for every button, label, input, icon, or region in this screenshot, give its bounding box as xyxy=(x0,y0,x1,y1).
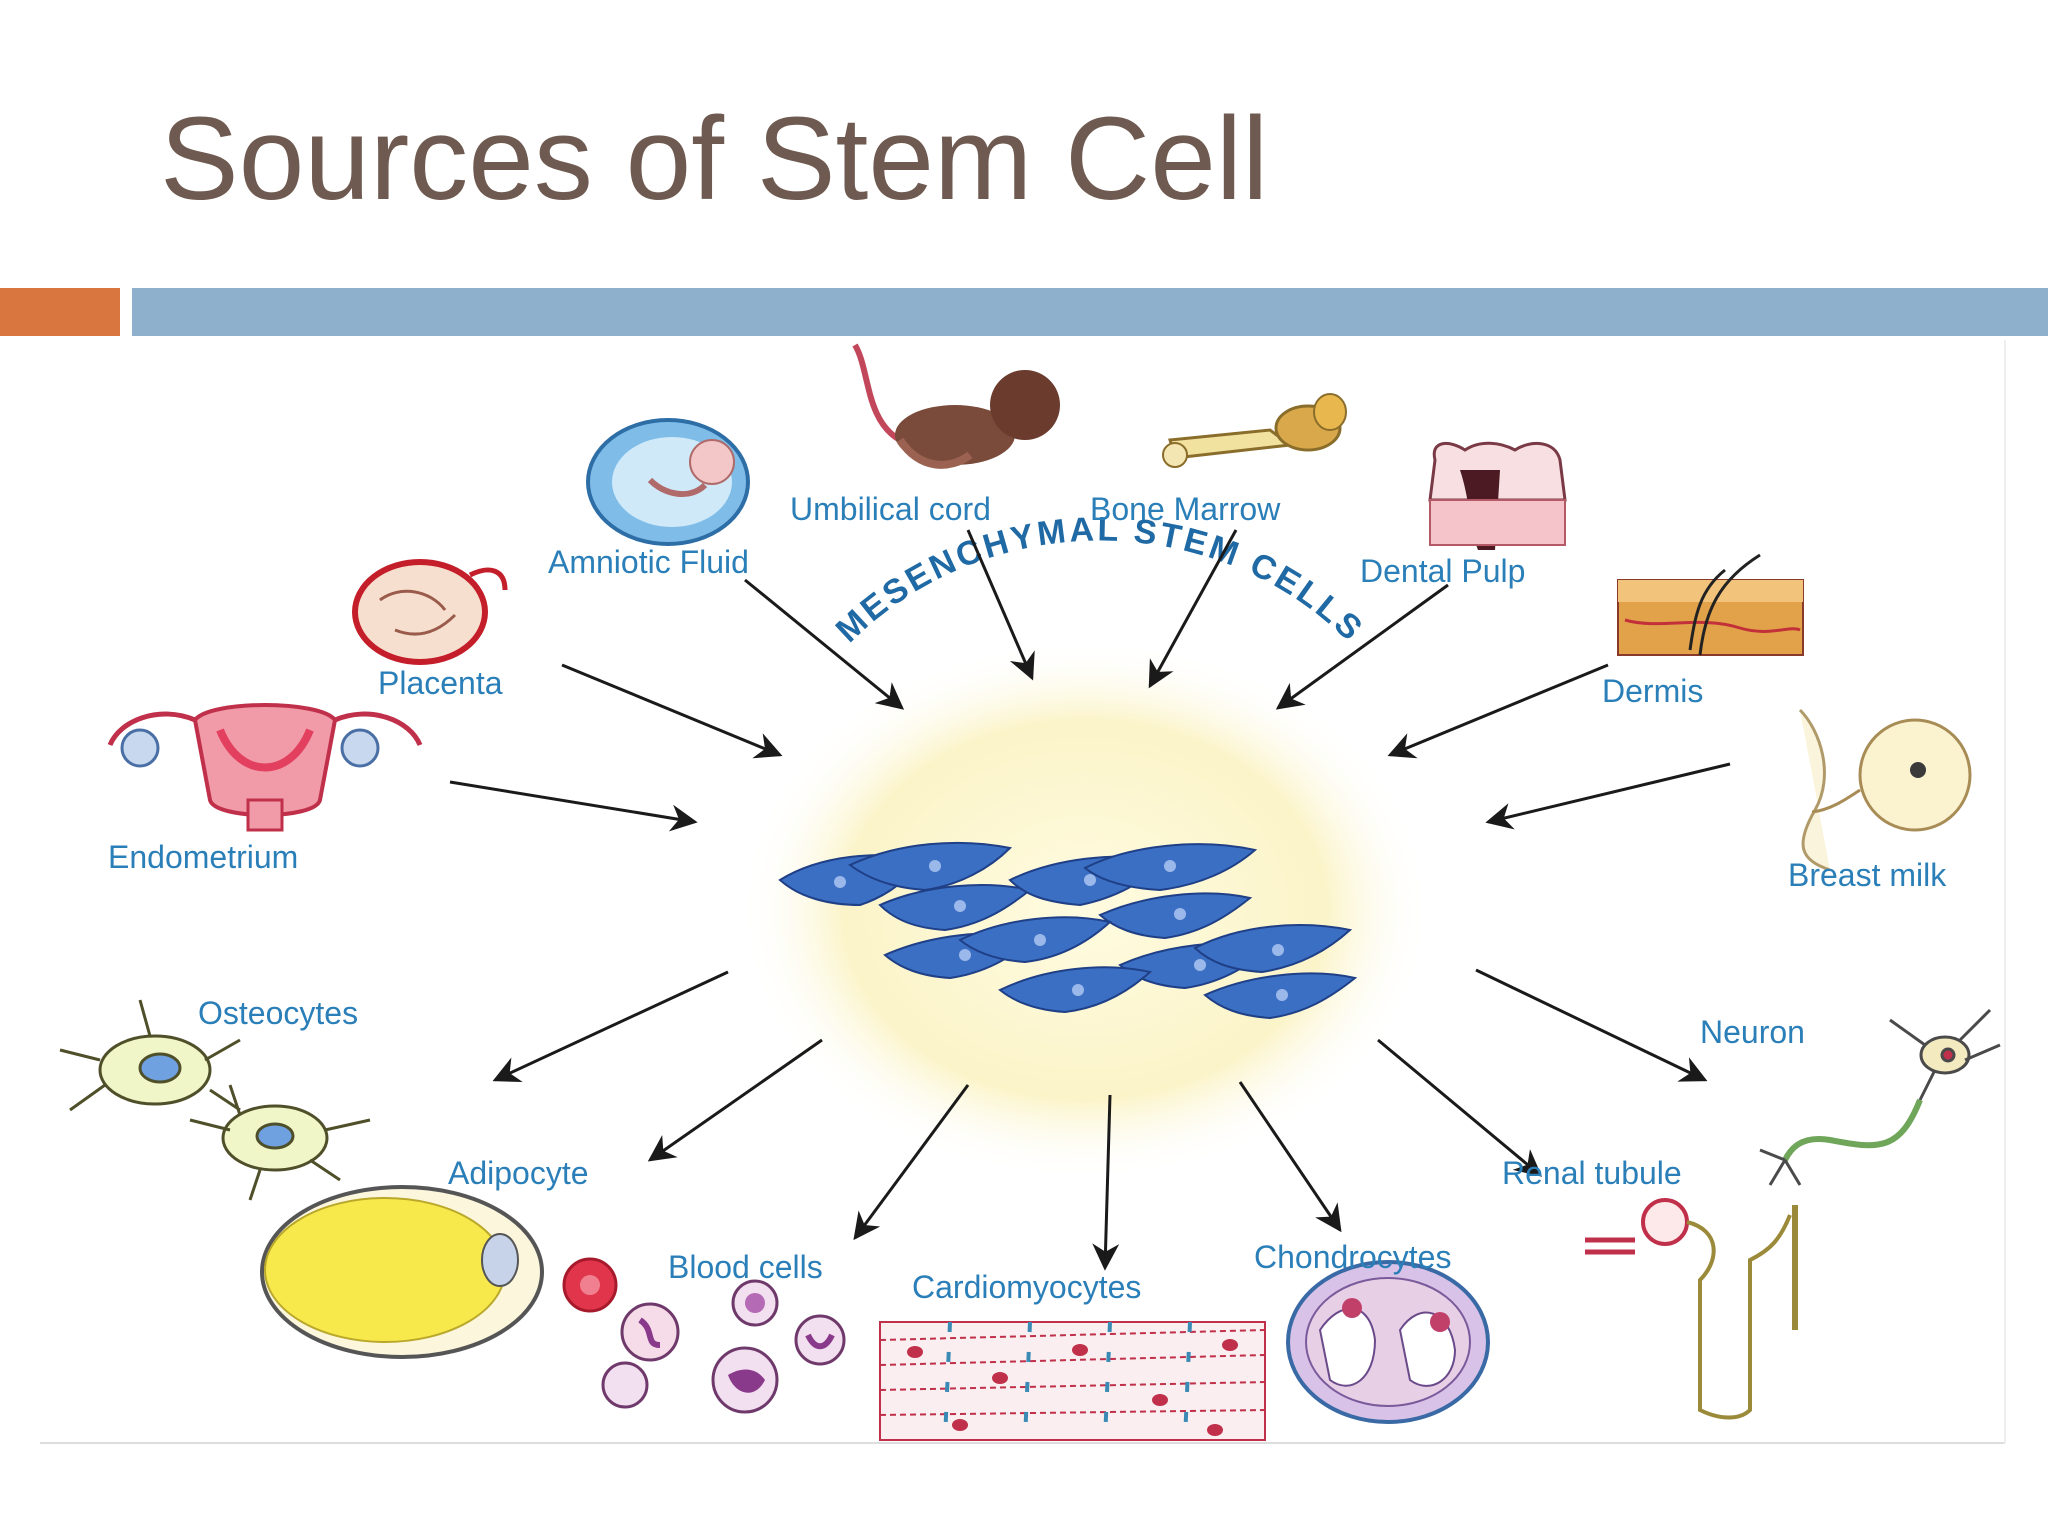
label-renal-tubule: Renal tubule xyxy=(1502,1155,1682,1191)
arrow-endometrium xyxy=(449,780,698,832)
arrow-bone-marrow xyxy=(1148,529,1238,689)
arrow-umbilical-cord xyxy=(966,529,1035,681)
label-endometrium: Endometrium xyxy=(108,839,298,875)
label-neuron: Neuron xyxy=(1700,1014,1805,1050)
label-osteocytes: Osteocytes xyxy=(198,995,358,1031)
label-dental-pulp: Dental Pulp xyxy=(1360,553,1525,589)
arrow-breast-milk xyxy=(1485,762,1731,830)
heart-muscle-icon xyxy=(879,1321,1266,1441)
cartilage-cell-icon xyxy=(1286,1260,1490,1424)
label-cardiomyocytes: Cardiomyocytes xyxy=(912,1269,1141,1305)
fetus-icon xyxy=(852,343,1060,469)
label-breast-milk: Breast milk xyxy=(1788,857,1947,893)
arrow-dermis xyxy=(1387,663,1609,759)
label-adipocyte: Adipocyte xyxy=(448,1155,589,1191)
arrow-renal-tubule xyxy=(1377,1038,1543,1177)
arrow-amniotic-fluid xyxy=(744,578,905,710)
source-arrows xyxy=(449,529,1731,832)
label-placenta: Placenta xyxy=(378,665,503,701)
derivative-arrows xyxy=(492,968,1708,1271)
label-dermis: Dermis xyxy=(1602,673,1703,709)
arrow-blood-cells xyxy=(853,1084,970,1241)
arrow-cardiomyocytes xyxy=(1092,1094,1120,1271)
fat-cell-icon xyxy=(260,1185,544,1359)
label-chondrocytes: Chondrocytes xyxy=(1254,1239,1451,1275)
bone-icon xyxy=(1162,393,1347,468)
label-blood-cells: Blood cells xyxy=(668,1249,823,1285)
arrow-adipocyte xyxy=(647,1038,823,1162)
arrow-placenta xyxy=(561,663,783,759)
title-accent-bar xyxy=(0,288,120,336)
slide-title: Sources of Stem Cell xyxy=(160,93,1269,225)
arrow-chondrocytes xyxy=(1238,1081,1342,1233)
label-amniotic-fluid: Amniotic Fluid xyxy=(548,544,749,580)
neuron-icon xyxy=(1759,1008,2001,1186)
center-glow xyxy=(740,640,1430,1180)
skin-section-icon xyxy=(1617,553,1804,656)
cell-nuclei xyxy=(834,860,1288,1001)
uterus-icon xyxy=(107,703,423,832)
center-label: MESENCHYMAL STEM CELLS xyxy=(829,510,1372,649)
label-bone-marrow: Bone Marrow xyxy=(1090,491,1281,527)
label-umbilical-cord: Umbilical cord xyxy=(790,491,991,527)
arrow-osteocytes xyxy=(492,970,729,1083)
title-underline-bar xyxy=(132,288,2048,336)
breastfeeding-icon xyxy=(1798,708,1972,872)
blood-cells-icon xyxy=(562,1257,846,1414)
arrow-dental-pulp xyxy=(1275,583,1449,710)
osteocyte-icon xyxy=(59,999,371,1201)
arrow-neuron xyxy=(1475,968,1708,1082)
tooth-icon xyxy=(1428,441,1567,550)
placenta-icon xyxy=(352,559,508,665)
nephron-icon xyxy=(1585,1198,1798,1420)
amniotic-sac-icon xyxy=(586,418,750,546)
